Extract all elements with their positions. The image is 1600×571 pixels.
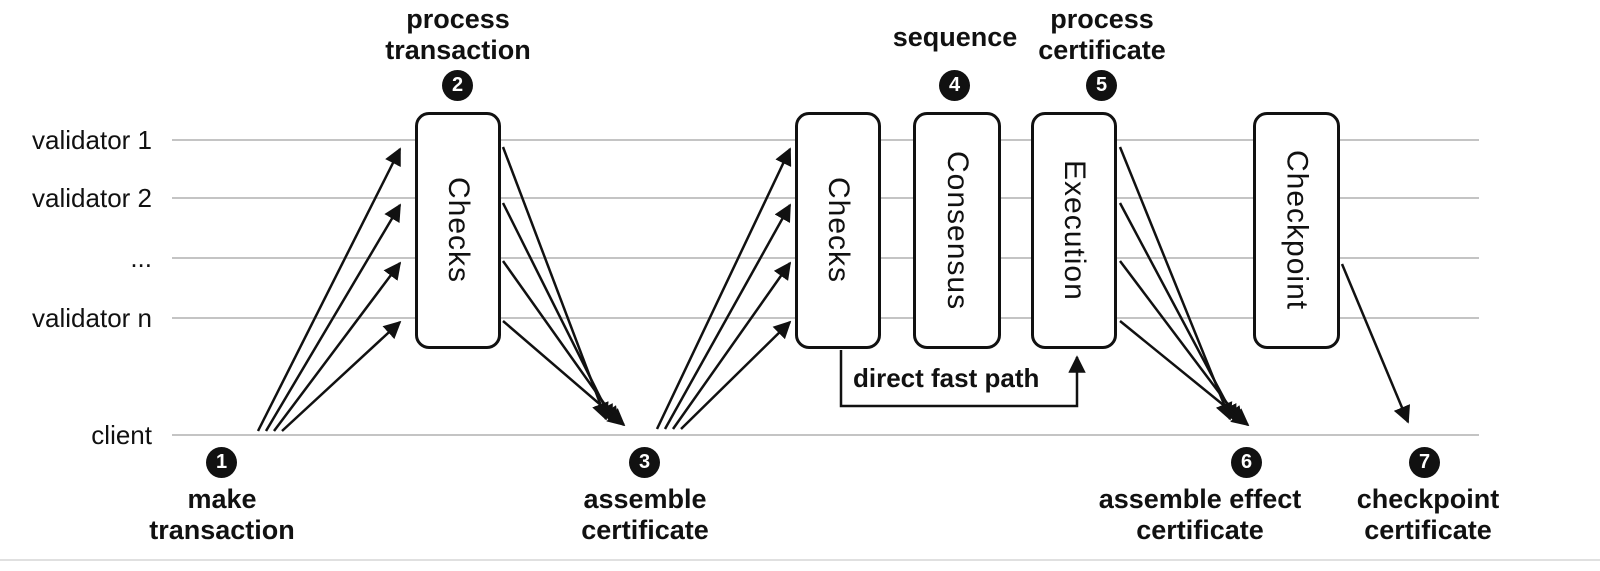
arrow-client-to-checks1-v2 [264, 203, 402, 432]
step-circle-7: 7 [1409, 447, 1440, 478]
arrow-execution-to-client-vdots [1119, 260, 1244, 425]
arrow-client-to-checks2-vdots [671, 261, 792, 430]
direct-fast-path-label: direct fast path [853, 363, 1040, 393]
step-label-process-transaction: process transaction [385, 4, 531, 65]
step-circle-5: 5 [1086, 70, 1117, 101]
arrows-assemble-certificate [501, 146, 626, 427]
arrows-make-transaction [256, 147, 402, 432]
arrow-client-to-checks1-vdots [273, 261, 402, 432]
step-circle-6: 6 [1231, 447, 1262, 478]
arrow-checkpoint-to-client [1340, 263, 1411, 424]
lane-label-ellipsis: ... [130, 243, 152, 273]
arrow-execution-to-client-v2 [1118, 202, 1238, 423]
stage-box-consensus-label: Consensus [941, 150, 974, 311]
step-label-checkpoint-certificate: checkpoint certificate [1356, 484, 1500, 545]
step-label-process-certificate: process certificate [1038, 4, 1166, 65]
stage-box-checks-2: Checks [795, 112, 881, 349]
arrow-checks1-to-client-vdots [501, 260, 620, 425]
step-label-sequence: sequence [892, 22, 1018, 52]
stage-box-execution: Execution [1031, 112, 1117, 349]
step-label-make-transaction: make transaction [149, 484, 295, 545]
arrow-execution-to-client-vn [1119, 320, 1250, 427]
step-circle-4: 4 [939, 70, 970, 101]
arrow-client-to-checks1-v1 [256, 147, 402, 432]
step-label-assemble-effect-certificate: assemble effect certificate [1098, 484, 1302, 545]
lane-label-validator-1: validator 1 [32, 125, 152, 155]
step-circle-2: 2 [442, 70, 473, 101]
lane-label-validator-2: validator 2 [32, 183, 152, 213]
arrow-checks1-to-client-vn [502, 320, 626, 427]
arrows-send-certificate [655, 147, 792, 430]
arrow-checks1-to-client-v2 [501, 202, 614, 423]
step-label-assemble-certificate: assemble certificate [581, 484, 709, 545]
stage-box-checkpoint: Checkpoint [1253, 112, 1340, 349]
arrow-client-to-checks2-v1 [655, 147, 792, 430]
arrow-client-to-checks1-vn [281, 320, 402, 432]
lane-label-validator-n: validator n [32, 303, 152, 333]
stage-box-consensus: Consensus [913, 112, 1001, 349]
stage-box-checks-2-label: Checks [822, 177, 855, 284]
arrow-client-to-checks2-vn [680, 320, 792, 430]
stage-box-checkpoint-label: Checkpoint [1280, 150, 1314, 311]
step-circle-3: 3 [629, 447, 660, 478]
step-circle-1: 1 [206, 447, 237, 478]
stage-box-checks-1-label: Checks [442, 177, 475, 284]
lane-label-client: client [91, 420, 152, 450]
arrows-effect-certificate [1118, 146, 1250, 427]
stage-box-checks-1: Checks [415, 112, 501, 349]
direct-fast-path-line [839, 350, 1086, 408]
stage-box-execution-label: Execution [1058, 160, 1091, 301]
arrow-client-to-checks2-v2 [663, 203, 792, 430]
